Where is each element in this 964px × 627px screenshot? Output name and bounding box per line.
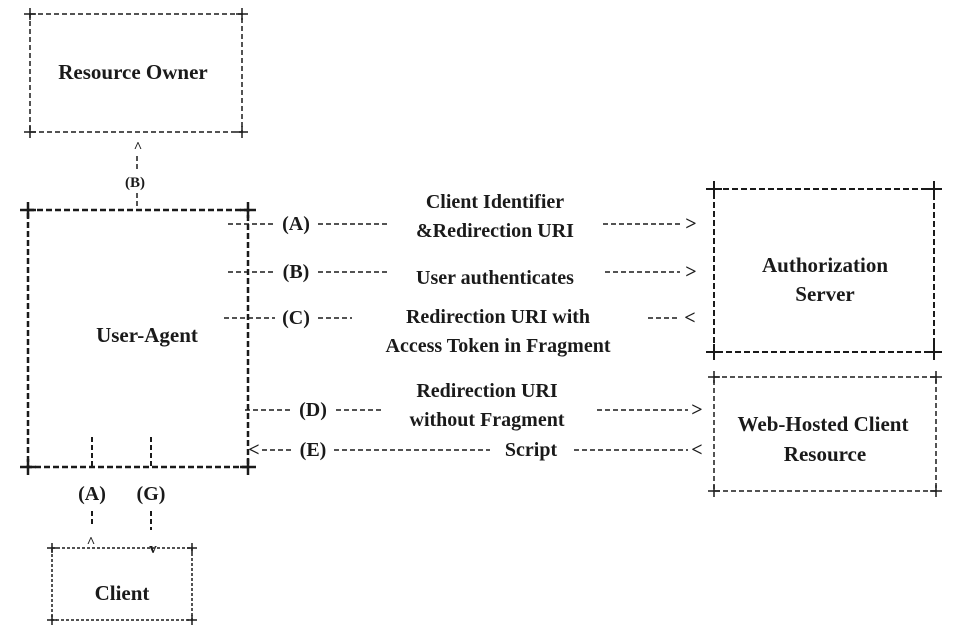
flow-d: (D) Redirection URI without Fragment > <box>245 380 703 431</box>
flow-d-text-line1: Redirection URI <box>416 380 557 402</box>
arrow-right-glyph: > <box>685 213 696 235</box>
flow-g-bottom-label: (G) <box>137 483 166 505</box>
flow-a: (A) Client Identifier &Redirection URI > <box>228 191 697 242</box>
flow-a-g-vertical: (A) (G) ^ v <box>78 483 165 557</box>
authorization-server-label-line1: Authorization <box>762 253 888 277</box>
flow-b-vertical: ^ (B) <box>125 140 145 210</box>
flow-c: (C) Redirection URI with Access Token in… <box>224 306 696 357</box>
flow-b-label: (B) <box>283 261 310 283</box>
flow-c-text-line1: Redirection URI with <box>406 306 590 328</box>
authorization-server-label-line2: Server <box>795 282 854 306</box>
arrow-left-glyph: < <box>691 439 702 461</box>
arrow-right-glyph: > <box>685 261 696 283</box>
flow-c-text-line2: Access Token in Fragment <box>386 335 611 357</box>
flow-e-label: (E) <box>300 439 327 461</box>
arrow-up-glyph: ^ <box>87 535 96 551</box>
flow-a-bottom-label: (A) <box>78 483 106 505</box>
arrow-right-glyph: > <box>691 399 702 421</box>
arrow-up-glyph: ^ <box>134 140 143 156</box>
web-hosted-client-resource-box: Web-Hosted Client Resource <box>708 371 942 497</box>
arrow-left-glyph: < <box>684 307 695 329</box>
authorization-server-box: Authorization Server <box>706 181 942 360</box>
arrow-down-glyph: v <box>149 541 157 557</box>
flow-d-text-line2: without Fragment <box>410 409 565 431</box>
flow-c-label: (C) <box>282 307 310 329</box>
web-hosted-label-line2: Resource <box>784 442 866 466</box>
flow-b-text: User authenticates <box>416 267 574 289</box>
arrow-left-glyph: < <box>248 439 259 461</box>
flow-e-text: Script <box>505 439 558 461</box>
flow-e: < (E) Script < <box>248 439 702 461</box>
user-agent-label: User-Agent <box>96 323 198 347</box>
flow-a-text-line1: Client Identifier <box>426 191 564 213</box>
client-box: Client <box>47 543 197 625</box>
resource-owner-label: Resource Owner <box>58 60 208 84</box>
flow-a-label: (A) <box>282 213 310 235</box>
client-label: Client <box>95 581 150 605</box>
flow-b-top-label: (B) <box>125 175 145 191</box>
flow-b: (B) User authenticates > <box>228 261 697 289</box>
user-agent-box: User-Agent <box>20 202 256 475</box>
flow-a-text-line2: &Redirection URI <box>416 220 574 242</box>
resource-owner-box: Resource Owner <box>24 8 248 138</box>
web-hosted-label-line1: Web-Hosted Client <box>738 412 909 436</box>
flow-d-label: (D) <box>299 399 327 421</box>
